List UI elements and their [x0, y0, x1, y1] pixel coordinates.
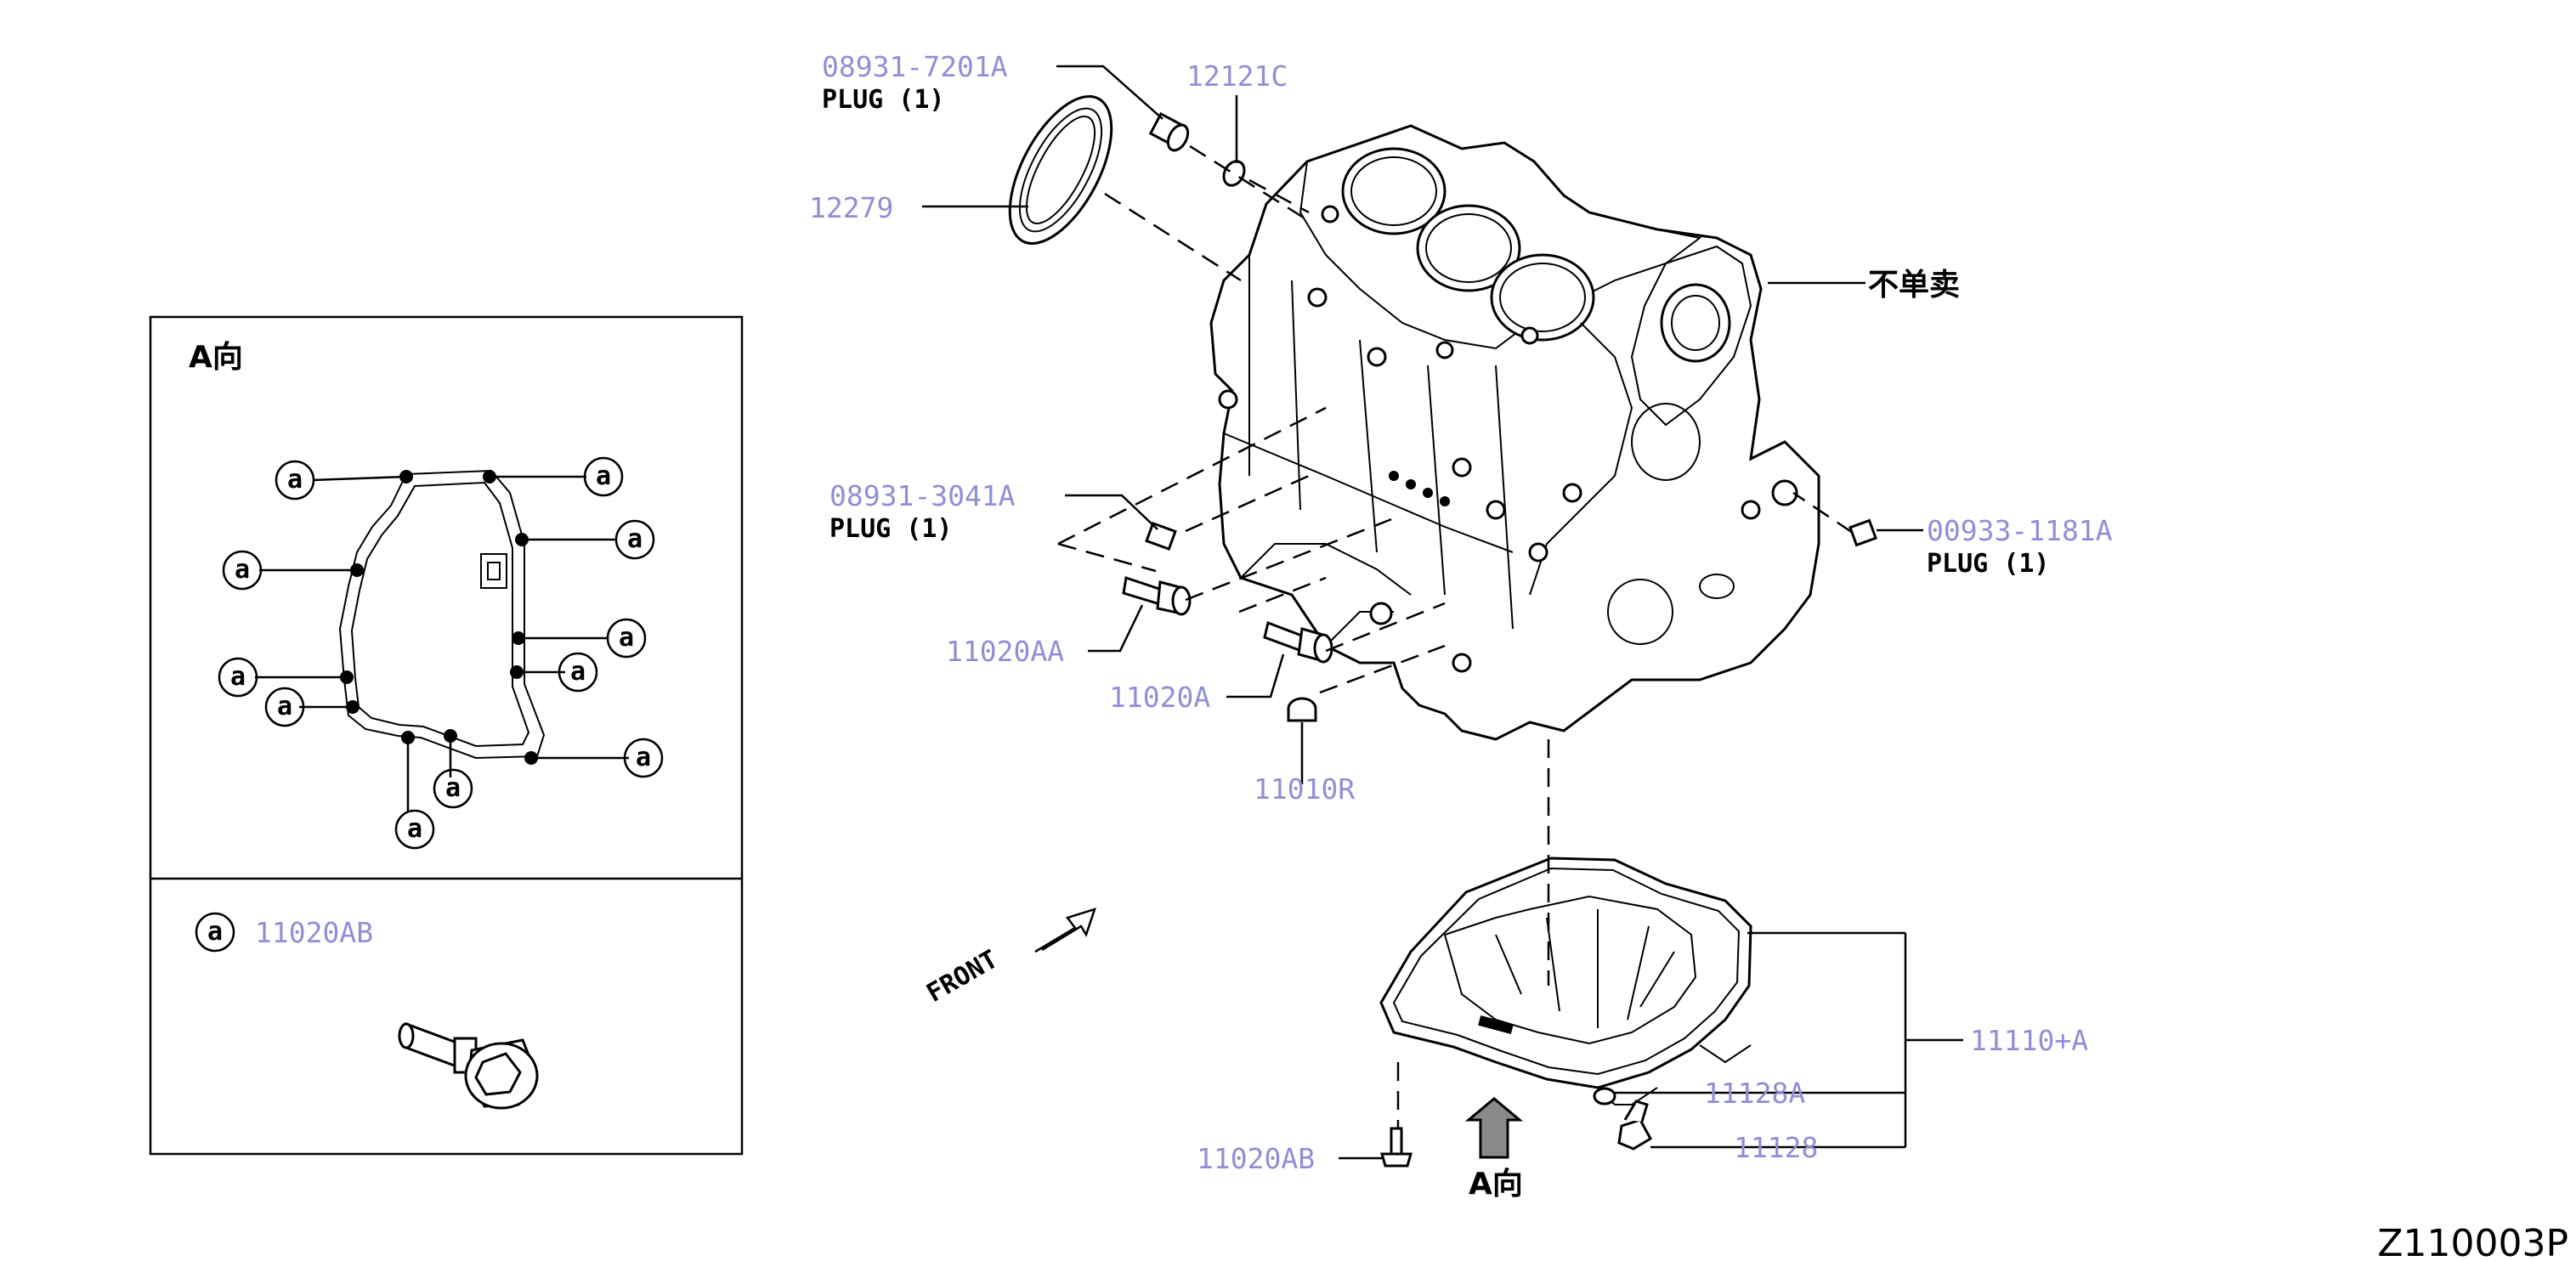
plug-top-08931-7201A — [1148, 111, 1190, 152]
flange-bolt-illustration — [398, 1021, 539, 1110]
bolt-callout-markers — [255, 470, 629, 811]
svg-text:a: a — [570, 657, 586, 687]
marker-a-bottom-1: a — [433, 768, 473, 809]
detail-panel-title: A向 — [189, 340, 243, 375]
marker-a-top-left: a — [275, 460, 315, 500]
marker-a-bottom-2: a — [394, 809, 435, 850]
marker-a-right-3: a — [558, 652, 598, 693]
marker-a-left-3: a — [264, 687, 305, 727]
svg-text:a: a — [287, 465, 303, 495]
marker-a-right-4: a — [623, 738, 664, 778]
dowel-11010R — [1287, 697, 1317, 722]
label-dowel-11010R: 11010R — [1254, 772, 1355, 806]
label-drain-plug-11128: 11128 — [1734, 1131, 1818, 1164]
oil-pan-outline-view-a — [338, 469, 546, 760]
marker-a-left-1: a — [222, 550, 263, 591]
label-bolt-11020A: 11020A — [1109, 681, 1210, 714]
plug-left-08931-3041A — [1145, 521, 1177, 551]
label-plug-right-number: 00933-1181A — [1927, 514, 2113, 547]
assembly-lines — [1057, 144, 1854, 1128]
label-bolt-11020AA: 11020AA — [946, 635, 1064, 668]
label-plug-top: PLUG (1) — [822, 85, 945, 115]
label-pan-bolt-11020AB: 11020AB — [1197, 1142, 1315, 1175]
svg-text:a: a — [445, 773, 461, 803]
svg-text:a: a — [235, 555, 250, 585]
detail-panel: A向 — [149, 315, 744, 1156]
label-seal-ring: 12121C — [1186, 59, 1288, 93]
front-label: FRONT — [922, 944, 1004, 1008]
cylinder-block — [1209, 124, 1820, 741]
label-oil-seal: 12279 — [809, 191, 893, 224]
legend-marker-a: a — [195, 912, 235, 953]
gasket-11128A — [1593, 1087, 1616, 1105]
drain-plug-11128 — [1617, 1100, 1653, 1151]
label-plug-right: PLUG (1) — [1927, 549, 2050, 579]
label-plug-top-number: 08931-7201A — [822, 50, 1008, 83]
seal-ring-12121C — [1222, 160, 1246, 187]
front-direction-indicator: FRONT — [922, 908, 1096, 1009]
oil-pan — [1379, 857, 1752, 1105]
marker-a-top-right: a — [583, 456, 624, 497]
bolt-11020A — [1263, 620, 1333, 664]
legend-part-number: 11020AB — [255, 916, 373, 949]
oil-seal-12279 — [1008, 95, 1113, 245]
marker-a-right-1: a — [614, 519, 655, 560]
pan-bolt-11020AB — [1380, 1127, 1413, 1168]
view-a-arrow: A向 — [1464, 1097, 1524, 1202]
svg-text:a: a — [636, 743, 651, 772]
svg-text:a: a — [207, 917, 223, 947]
svg-text:a: a — [619, 623, 634, 653]
svg-text:a: a — [596, 461, 611, 491]
diagram-code: Z110003P — [2377, 1222, 2568, 1261]
plug-right-00933-1181A — [1848, 518, 1877, 547]
svg-text:a: a — [230, 662, 246, 692]
marker-a-left-2: a — [218, 657, 258, 698]
view-a-label: A向 — [1469, 1167, 1523, 1202]
marker-a-right-2: a — [606, 618, 647, 659]
label-gasket-11128A: 11128A — [1704, 1077, 1805, 1110]
label-oil-pan: 11110+A — [1970, 1024, 2088, 1057]
svg-text:a: a — [277, 692, 292, 721]
bolt-11020AA — [1122, 576, 1192, 616]
label-not-sold-separately: 不单卖 — [1868, 268, 1960, 303]
svg-text:a: a — [627, 524, 643, 554]
svg-text:a: a — [407, 814, 422, 844]
label-plug-left: PLUG (1) — [829, 514, 953, 544]
label-plug-left-number: 08931-3041A — [829, 479, 1016, 512]
leader-lines — [922, 65, 1963, 1160]
